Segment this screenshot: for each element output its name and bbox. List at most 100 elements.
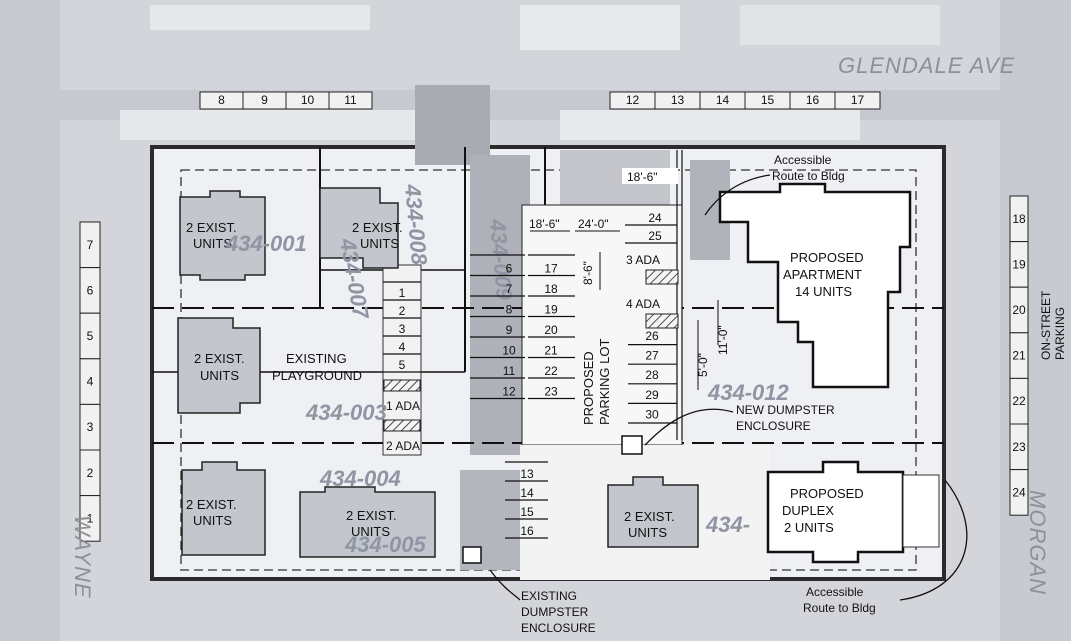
- street-parking-number: 8: [218, 93, 225, 107]
- street-name-morgan: MORGAN: [1025, 490, 1050, 595]
- dimensions: 18'-6" 18'-6" 24'-0" 8'-6" 5'-0" 11'-0": [529, 168, 730, 390]
- street-parking-number: 6: [87, 283, 94, 297]
- stall-number: 11: [503, 364, 516, 378]
- route-arrow: [899, 479, 968, 601]
- street-parking-number: 5: [87, 329, 94, 343]
- stall-number: 5: [399, 358, 406, 372]
- ada-hatch: [383, 379, 421, 392]
- playground: EXISTING PLAYGROUND: [272, 351, 362, 383]
- stall-number: 24: [648, 211, 662, 225]
- street-parking-north-left: 8 9 10 11: [199, 91, 373, 110]
- svg-text:APARTMENT: APARTMENT: [783, 267, 862, 282]
- parking-lot-label: PROPOSED: [581, 351, 596, 425]
- stall-number: 4: [399, 340, 406, 354]
- svg-text:UNITS: UNITS: [200, 368, 239, 383]
- street-parking-number: 23: [1012, 440, 1026, 454]
- annotation-accessible-route-top: Accessible Route to Bldg: [772, 153, 845, 183]
- annotation-new-dumpster: NEW DUMPSTER ENCLOSURE: [736, 403, 835, 433]
- street-parking-number: 11: [344, 93, 357, 107]
- svg-text:NEW DUMPSTER: NEW DUMPSTER: [736, 403, 835, 417]
- stall-number: 27: [645, 349, 659, 363]
- street-parking-number: 21: [1012, 349, 1026, 363]
- dumpster-new-icon: [621, 435, 643, 455]
- svg-text:Accessible: Accessible: [774, 153, 832, 167]
- svg-text:2 UNITS: 2 UNITS: [784, 520, 834, 535]
- on-street-label: ON-STREET: [1039, 290, 1053, 360]
- svg-text:2 EXIST.: 2 EXIST.: [624, 509, 675, 524]
- parcel-label: 434-012: [707, 380, 790, 405]
- dimension-label: 18'-6": [529, 217, 560, 231]
- street-parking-number: 13: [671, 93, 685, 107]
- street-parking-number: 20: [1012, 303, 1026, 317]
- stall-number: 8: [506, 303, 513, 317]
- stall-number: 20: [544, 323, 558, 337]
- parcel-label: 434-: [705, 512, 750, 537]
- street-parking-number: 4: [87, 375, 94, 389]
- svg-text:2 EXIST.: 2 EXIST.: [194, 351, 245, 366]
- svg-text:2 EXIST.: 2 EXIST.: [346, 508, 397, 523]
- parcel-label: 434-003: [305, 400, 387, 425]
- parcel-label: 434-005: [344, 532, 427, 557]
- svg-text:DUMPSTER: DUMPSTER: [521, 605, 589, 619]
- svg-text:2 EXIST.: 2 EXIST.: [186, 497, 237, 512]
- svg-text:Route to Bldg: Route to Bldg: [803, 601, 876, 615]
- street-parking-number: 19: [1012, 257, 1026, 271]
- stall-number: 18: [544, 282, 558, 296]
- svg-text:2 EXIST.: 2 EXIST.: [186, 220, 237, 235]
- dumpster-existing-icon: [462, 546, 482, 564]
- street-name-wayne: WAYNE: [70, 515, 95, 599]
- dimension-label: 8'-6": [581, 261, 595, 285]
- stall-number: 3: [399, 322, 406, 336]
- stall-number: 19: [544, 303, 558, 317]
- svg-text:14 UNITS: 14 UNITS: [795, 284, 852, 299]
- ada-hatch: [383, 419, 421, 432]
- building-existing-nw: 2 EXIST. UNITS: [179, 190, 266, 281]
- street-parking-number: 16: [806, 93, 820, 107]
- dimension-label: 5'-0": [696, 353, 710, 377]
- stall-number: 10: [502, 344, 516, 358]
- building-existing-w: 2 EXIST. UNITS: [177, 317, 261, 414]
- svg-text:UNITS: UNITS: [360, 236, 399, 251]
- dimension-label: 11'-0": [716, 325, 730, 355]
- street-parking-space: [1009, 469, 1029, 516]
- dimension-label: 18'-6": [627, 170, 658, 184]
- street-parking-number: 2: [87, 466, 94, 480]
- ada-stall-label: 3 ADA: [626, 253, 660, 267]
- stall-number: 2: [399, 304, 406, 318]
- building-proposed-apartment: PROPOSED APARTMENT 14 UNITS: [718, 182, 912, 389]
- street-parking-number: 10: [301, 93, 315, 107]
- street-parking-number: 14: [716, 93, 730, 107]
- street-parking-number: 22: [1012, 394, 1026, 408]
- building-proposed-duplex: PROPOSED DUPLEX 2 UNITS: [766, 460, 940, 564]
- street-parking-space: [328, 91, 373, 110]
- stall-number: 29: [645, 388, 659, 402]
- route-arrow: [489, 569, 521, 601]
- ada-stall-label: 4 ADA: [626, 297, 660, 311]
- svg-text:EXISTING: EXISTING: [521, 589, 577, 603]
- building-existing-sc: 2 EXIST. UNITS: [299, 486, 436, 558]
- street-parking-number: 9: [261, 93, 268, 107]
- stall-number: 26: [645, 329, 659, 343]
- svg-text:UNITS: UNITS: [628, 525, 667, 540]
- ada-hatch: [645, 313, 679, 329]
- dimension-label: 24'-0": [578, 217, 609, 231]
- stall-number: 15: [520, 505, 534, 519]
- svg-text:PROPOSED: PROPOSED: [790, 250, 864, 265]
- parcel-label: 434-004: [319, 466, 401, 491]
- stall-number: 14: [520, 486, 534, 500]
- annotation-existing-dumpster: EXISTING DUMPSTER ENCLOSURE: [521, 589, 596, 635]
- stall-number: 17: [544, 262, 558, 276]
- ada-hatch: [645, 269, 679, 285]
- street-name-glendale: GLENDALE AVE: [838, 53, 1015, 78]
- annotation-accessible-route-bottom: Accessible Route to Bldg: [803, 585, 876, 615]
- building-existing-s: 2 EXIST. UNITS: [607, 476, 699, 548]
- stall-number: 22: [544, 364, 558, 378]
- svg-text:ENCLOSURE: ENCLOSURE: [521, 621, 596, 635]
- stall-number: 16: [520, 524, 534, 538]
- parcel-label: 434-001: [225, 231, 307, 256]
- street-parking-space: [834, 91, 881, 110]
